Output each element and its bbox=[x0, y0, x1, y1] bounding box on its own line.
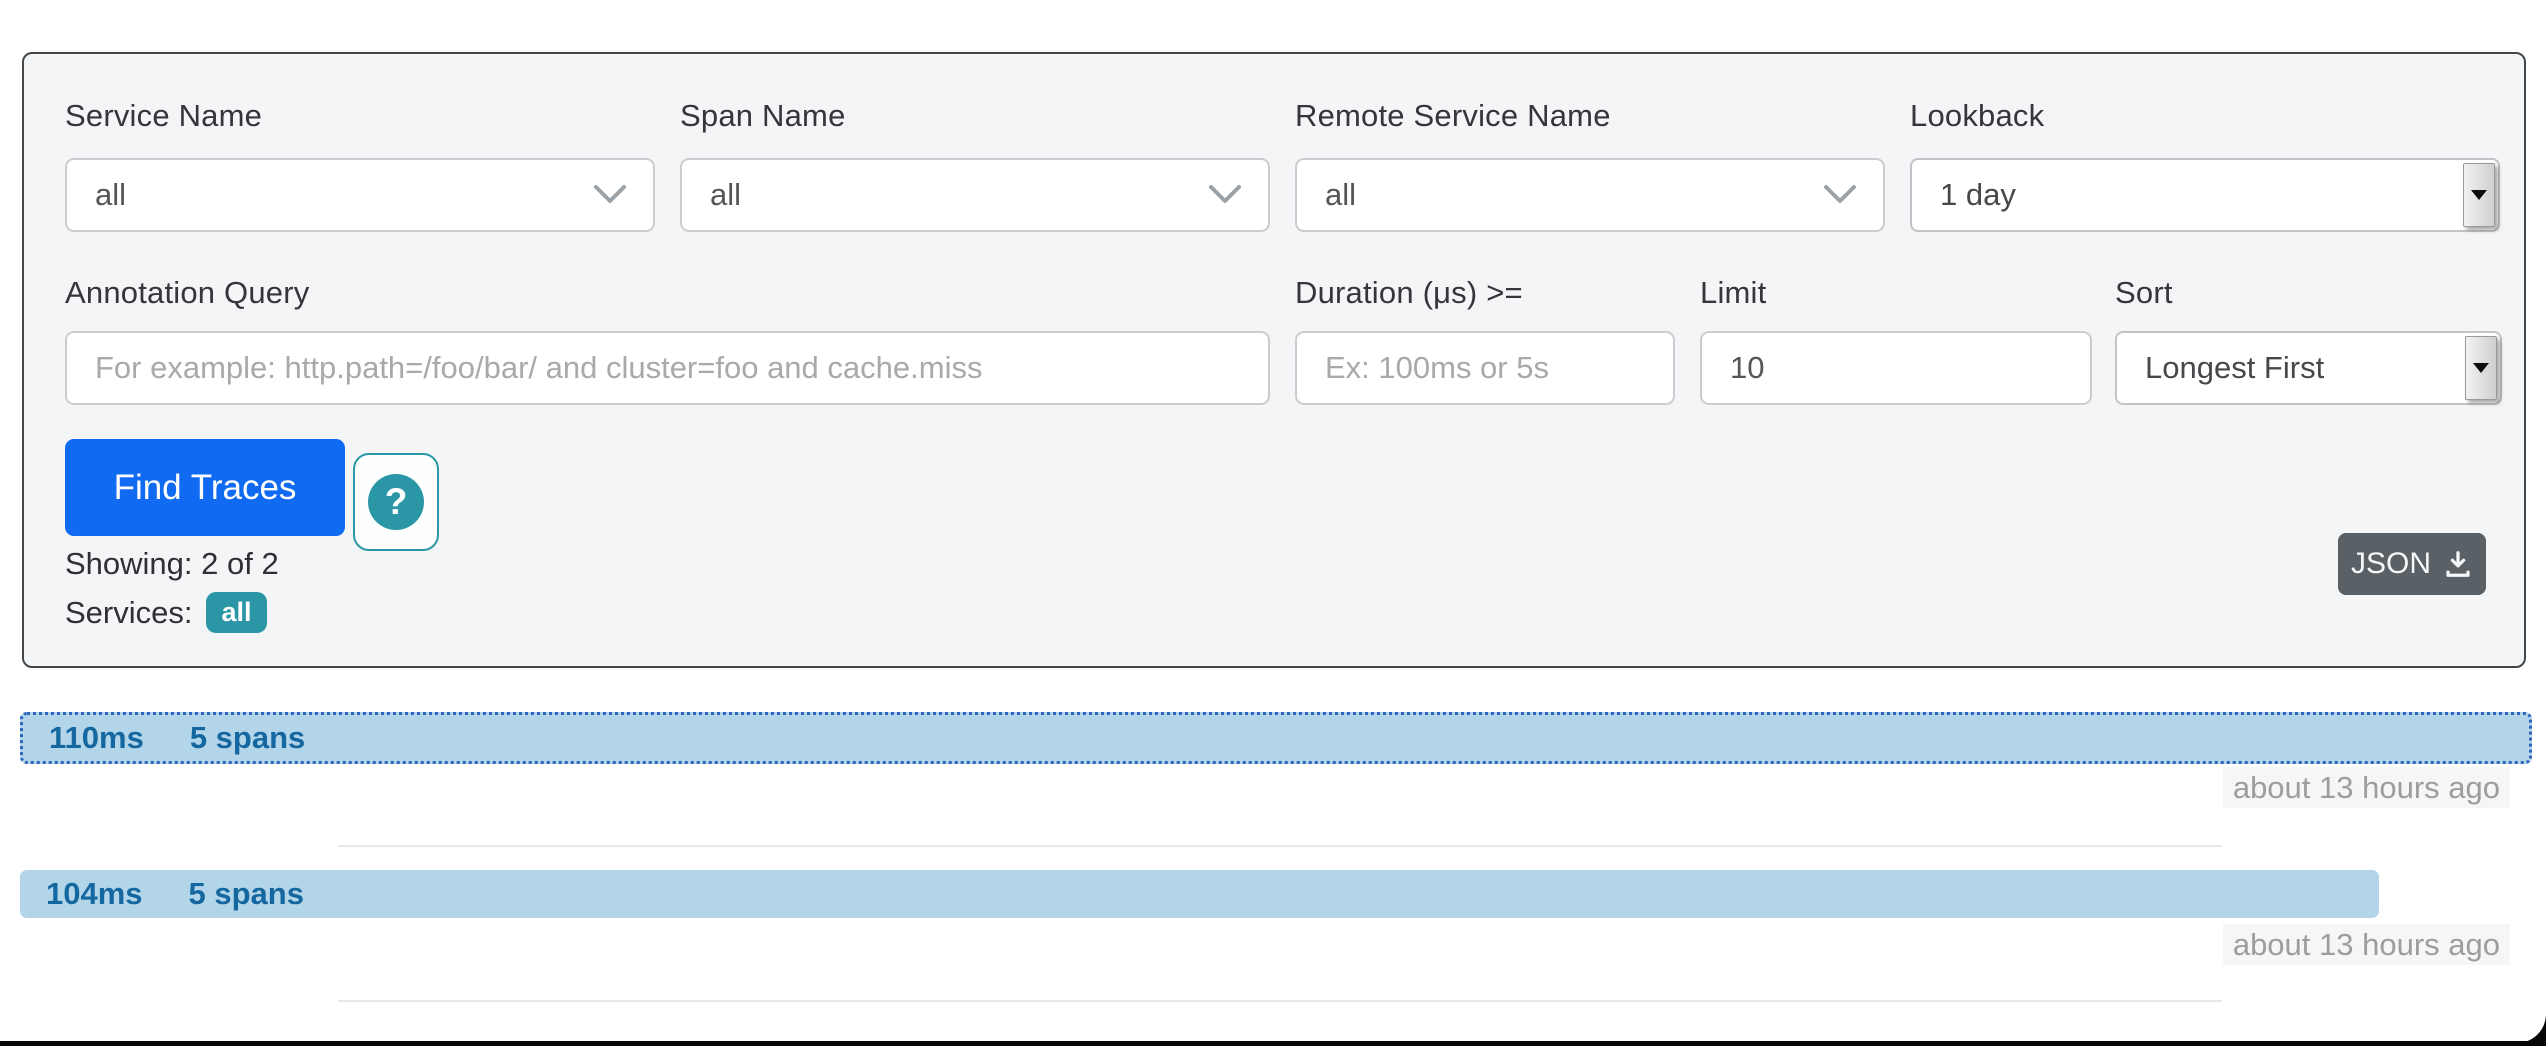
chevron-down-icon bbox=[1208, 177, 1242, 213]
services-label: Services: bbox=[65, 594, 193, 630]
remote-service-name-value: all bbox=[1325, 177, 1357, 212]
limit-label: Limit bbox=[1700, 275, 1767, 310]
remote-service-name-label: Remote Service Name bbox=[1295, 98, 1611, 133]
trace-duration: 110ms bbox=[49, 720, 144, 755]
lookback-value: 1 day bbox=[1940, 177, 2016, 212]
sort-select[interactable]: Longest First bbox=[2115, 331, 2502, 405]
row-separator bbox=[338, 1000, 2222, 1002]
trace-span-count: 5 spans bbox=[188, 876, 304, 911]
trace-bar[interactable]: 104ms 5 spans bbox=[20, 870, 2379, 918]
annotation-query-input[interactable] bbox=[65, 331, 1270, 405]
chevron-down-icon bbox=[1823, 177, 1857, 213]
limit-input[interactable] bbox=[1700, 331, 2092, 405]
dropdown-arrow-icon[interactable] bbox=[2463, 163, 2495, 227]
services-badge: all bbox=[206, 592, 267, 633]
download-icon bbox=[2443, 549, 2473, 579]
trace-bar[interactable]: 110ms 5 spans bbox=[20, 712, 2532, 764]
trace-search-panel: Service Name Span Name Remote Service Na… bbox=[22, 52, 2526, 668]
span-name-label: Span Name bbox=[680, 98, 846, 133]
json-download-button[interactable]: JSON bbox=[2338, 533, 2486, 595]
chevron-down-icon bbox=[593, 177, 627, 213]
annotation-query-label: Annotation Query bbox=[65, 275, 310, 310]
row-separator bbox=[338, 845, 2222, 847]
duration-input[interactable] bbox=[1295, 331, 1675, 405]
service-name-value: all bbox=[95, 177, 127, 212]
trace-duration: 104ms bbox=[46, 876, 143, 911]
span-name-value: all bbox=[710, 177, 742, 212]
trace-age-text: about 13 hours ago bbox=[2222, 924, 2510, 965]
trace-age-text: about 13 hours ago bbox=[2222, 767, 2510, 808]
services-line: Services: all bbox=[65, 592, 267, 633]
service-name-dropdown[interactable]: all bbox=[65, 158, 655, 232]
trace-row[interactable]: 104ms 5 spans bbox=[20, 870, 2532, 918]
lookback-label: Lookback bbox=[1910, 98, 2045, 133]
sort-label: Sort bbox=[2115, 275, 2173, 310]
showing-count-text: Showing: 2 of 2 bbox=[65, 546, 279, 581]
remote-service-name-dropdown[interactable]: all bbox=[1295, 158, 1885, 232]
find-traces-button[interactable]: Find Traces bbox=[65, 439, 345, 536]
question-mark-icon: ? bbox=[368, 474, 424, 530]
bottom-corner-curve bbox=[2517, 1014, 2546, 1051]
json-button-label: JSON bbox=[2350, 547, 2431, 580]
sort-value: Longest First bbox=[2145, 350, 2325, 385]
dropdown-arrow-icon[interactable] bbox=[2465, 336, 2497, 400]
service-name-label: Service Name bbox=[65, 98, 263, 133]
lookback-select[interactable]: 1 day bbox=[1910, 158, 2500, 232]
trace-row[interactable]: 110ms 5 spans bbox=[20, 712, 2532, 764]
trace-span-count: 5 spans bbox=[189, 720, 306, 755]
trace-age-line: about 13 hours ago bbox=[0, 767, 2510, 808]
trace-age-line: about 13 hours ago bbox=[0, 924, 2510, 965]
span-name-dropdown[interactable]: all bbox=[680, 158, 1270, 232]
duration-label: Duration (μs) >= bbox=[1295, 275, 1523, 310]
bottom-edge-bar bbox=[0, 1041, 2546, 1046]
help-button[interactable]: ? bbox=[353, 453, 439, 551]
